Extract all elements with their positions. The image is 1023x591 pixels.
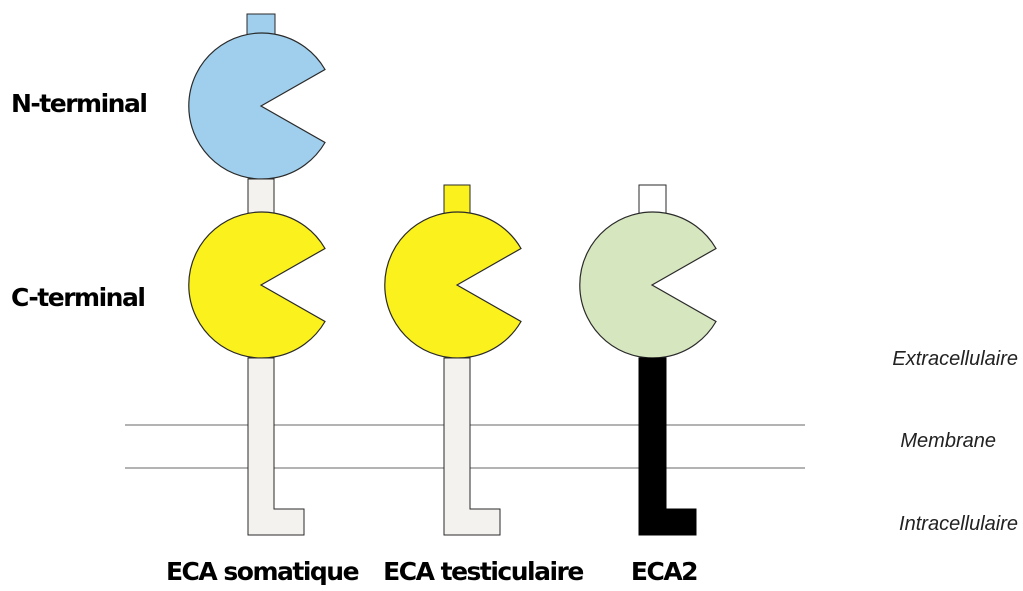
protein-name-eca-somatique: ECA somatique xyxy=(166,557,359,586)
c-terminal-label: C-terminal xyxy=(11,283,144,312)
intracellular-label: Intracellulaire xyxy=(899,513,1018,535)
protein-name-eca2: ECA2 xyxy=(631,557,697,586)
transmembrane-stalk xyxy=(638,357,697,536)
c-terminal-domain xyxy=(384,211,522,359)
n-terminal-tag xyxy=(443,184,471,214)
extracellular-label: Extracellulaire xyxy=(892,348,1018,370)
n-terminal-domain xyxy=(188,32,326,180)
c-terminal-domain xyxy=(188,211,326,359)
transmembrane-stalk xyxy=(443,357,501,536)
transmembrane-stalk xyxy=(247,357,305,536)
protein-name-eca-testiculaire: ECA testiculaire xyxy=(383,557,583,586)
eca-testiculaire-protein xyxy=(384,184,522,536)
linker-segment xyxy=(247,178,275,214)
n-terminal-tag xyxy=(638,184,667,214)
eca2-protein xyxy=(579,184,717,536)
eca-somatique-protein xyxy=(188,13,326,536)
c-terminal-domain xyxy=(579,211,717,359)
membrane-label: Membrane xyxy=(900,430,996,452)
n-terminal-label: N-terminal xyxy=(11,89,146,118)
